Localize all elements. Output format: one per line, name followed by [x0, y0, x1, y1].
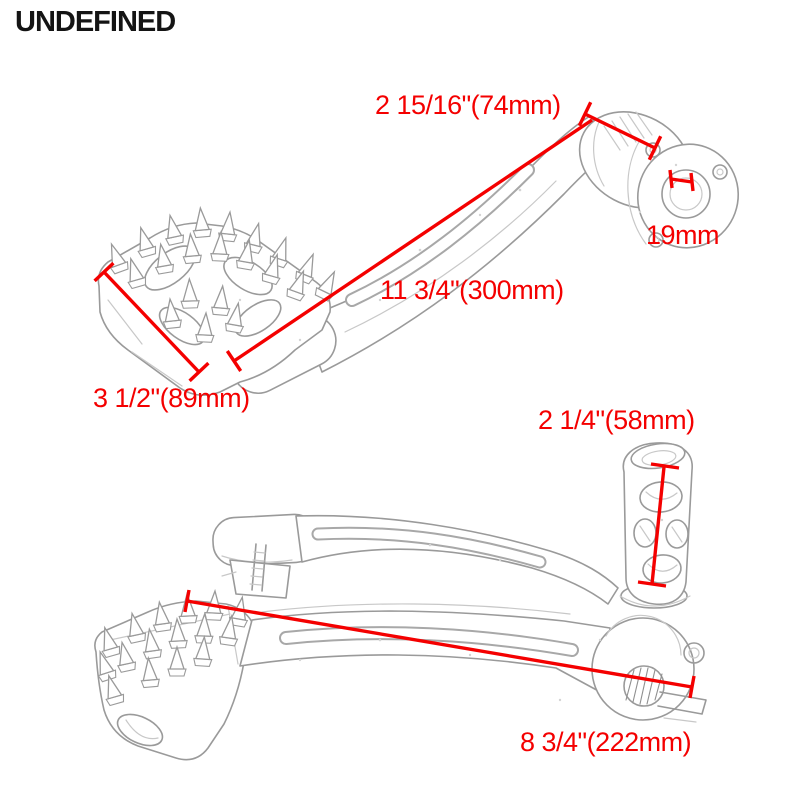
brake-pedal-toothed-pad: [97, 206, 344, 396]
dim-label-19mm: 19mm: [646, 220, 720, 250]
dimension-line-58mm: [637, 462, 680, 588]
tip-cutout: [116, 713, 164, 747]
dimension-line-19mm: [668, 169, 695, 192]
watermark-title: UNDEFINED: [15, 6, 176, 38]
shift-lever-upper: [212, 442, 693, 609]
pedal-clamp-head: [578, 111, 740, 249]
dimension-line-74mm: [577, 101, 663, 161]
dim-label-89mm: 3 1/2"(89mm): [93, 383, 250, 413]
dim-label-300mm: 11 3/4"(300mm): [380, 275, 564, 305]
dimension-line-300mm: [225, 118, 593, 372]
dimension-line-89mm: [93, 261, 210, 383]
shift-levers-drawing: [90, 442, 707, 761]
clamp-bore-19mm: [661, 169, 711, 219]
lever-clamp-end: [591, 614, 707, 723]
dim-label-222mm: 8 3/4"(222mm): [520, 727, 692, 757]
sketch-speckles: [238, 163, 678, 702]
shift-lever-lower: [90, 589, 707, 761]
dimension-line-222mm: [183, 589, 696, 699]
brake-pedal-arm: [301, 115, 615, 373]
clamp-pinch-bolt: [683, 642, 705, 664]
lever-adjuster: [221, 543, 291, 599]
dim-label-58mm: 2 1/4"(58mm): [538, 405, 695, 435]
peg-scallop-holes: [633, 481, 689, 584]
brake-pedal-drawing: [93, 101, 740, 396]
clamp-knurl: [603, 111, 653, 151]
dim-label-74mm: 2 15/16"(74mm): [375, 90, 561, 120]
shift-lever-toothed-tip: [90, 589, 253, 761]
